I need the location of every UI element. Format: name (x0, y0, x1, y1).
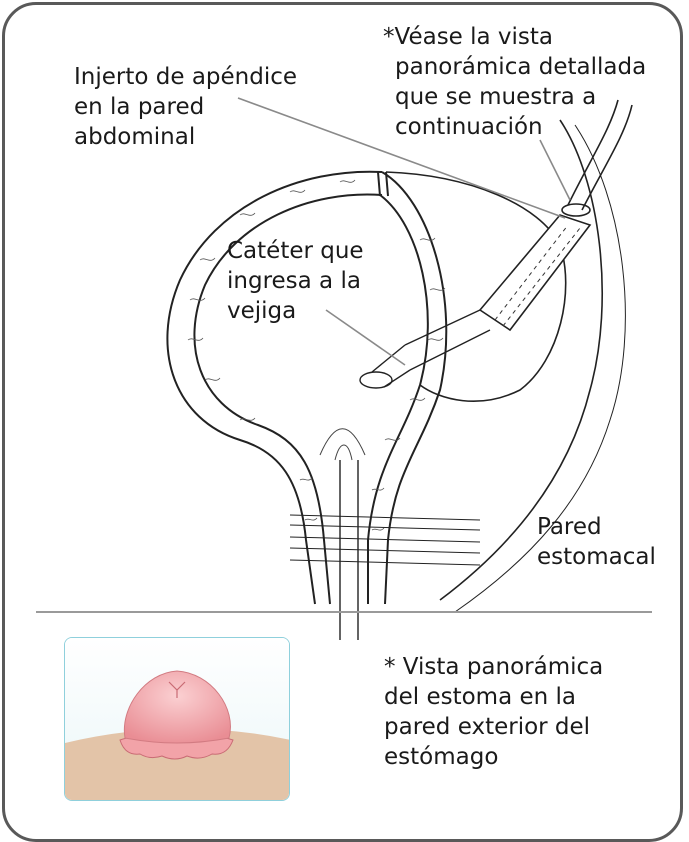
graft-label: Injerto de apéndice en la pared abdomina… (74, 62, 297, 152)
stomach-wall-curve-outer (454, 124, 626, 613)
catheter-tip (359, 371, 393, 389)
see-detail-line: *Véase la vista (383, 24, 554, 50)
catheter-inside (404, 309, 491, 371)
graft-stoma-ring (561, 203, 591, 217)
bladder-right-inner (367, 194, 429, 604)
skin-surface (65, 728, 289, 800)
graft-label-line: en la pared (74, 94, 205, 120)
catheter-label-line: vejiga (227, 298, 297, 324)
graft-label-line: abdominal (74, 124, 196, 150)
stomach-wall-curve (439, 119, 603, 601)
bladder-neck-folds (319, 428, 366, 461)
wall-texture (187, 179, 446, 531)
catheter-leader (325, 309, 406, 366)
see-detail-label: *Véase la vista panorámica detallada que… (383, 22, 646, 142)
stomach-wall-label-line: Pared (537, 514, 602, 540)
graft-dashes (494, 224, 581, 327)
stomach-wall-label: Pared estomacal (537, 512, 656, 572)
stomach-wall-label-line: estomacal (537, 544, 656, 570)
pelvic-floor (289, 514, 481, 566)
appendix-graft (478, 214, 592, 332)
see-detail-line: continuación (395, 114, 543, 140)
bladder-right-outer (381, 171, 448, 605)
bladder-dome-back (385, 171, 567, 402)
stoma-view-label-line: del estoma en la (384, 684, 577, 710)
catheter-label: Catéter que ingresa a la vejiga (227, 236, 364, 326)
catheter-tip-body (371, 344, 411, 388)
stoma-view-label-line: pared exterior del (384, 714, 591, 740)
bladder-outer-wall (166, 170, 383, 605)
bladder-inner-wall (193, 193, 383, 605)
stoma-opening (168, 681, 186, 698)
stoma-view-label: * Vista panorámica del estoma en la pare… (384, 652, 603, 772)
stoma-view-label-line: * Vista panorámica (384, 654, 604, 680)
catheter-label-line: Catéter que (227, 238, 364, 264)
see-detail-line: que se muestra a (395, 84, 597, 110)
bladder-cut-edge (377, 171, 389, 197)
stoma-dome (123, 670, 231, 744)
graft-leader (237, 97, 566, 219)
stoma-illustration (65, 638, 289, 800)
catheter-tube (567, 99, 633, 211)
graft-label-line: Injerto de apéndice (74, 64, 298, 90)
bladder-illustration (36, 97, 652, 640)
see-detail-line: panorámica detallada (395, 54, 647, 80)
stoma-view-label-line: estómago (384, 744, 499, 770)
leader-lines (237, 97, 571, 366)
stoma-inset-image (64, 637, 290, 801)
catheter-label-line: ingresa a la (227, 268, 361, 294)
see-detail-leader (539, 139, 571, 201)
